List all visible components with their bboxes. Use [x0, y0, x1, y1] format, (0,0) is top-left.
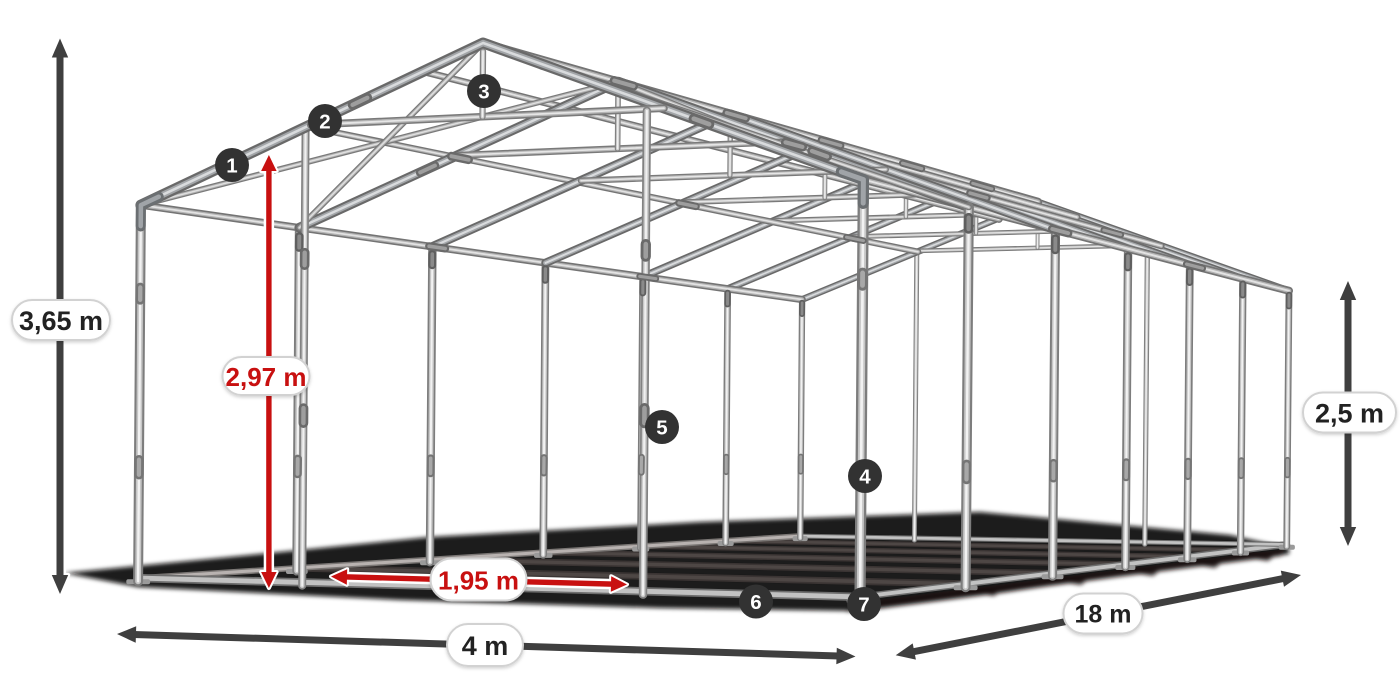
svg-text:2: 2 [319, 111, 330, 134]
svg-text:2,5 m: 2,5 m [1315, 399, 1384, 429]
svg-text:1: 1 [226, 155, 237, 178]
svg-text:2,97 m: 2,97 m [226, 362, 307, 392]
svg-text:4: 4 [859, 466, 871, 489]
svg-text:3,65 m: 3,65 m [19, 306, 103, 336]
svg-text:1,95 m: 1,95 m [438, 566, 519, 596]
svg-text:5: 5 [656, 417, 667, 440]
svg-text:4 m: 4 m [462, 631, 509, 661]
svg-text:3: 3 [478, 81, 489, 104]
svg-text:18 m: 18 m [1075, 601, 1132, 629]
svg-text:7: 7 [858, 594, 869, 617]
svg-text:6: 6 [750, 591, 761, 614]
